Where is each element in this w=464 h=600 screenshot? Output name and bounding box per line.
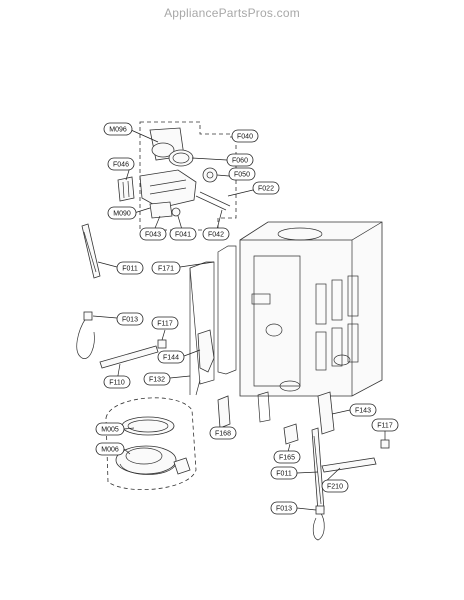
label-F011-right: F011 xyxy=(276,470,292,477)
callout-F043: F043 xyxy=(139,227,167,241)
label-F011-left: F011 xyxy=(122,265,138,272)
label-F042: F042 xyxy=(208,231,224,238)
callout-M005: M005 xyxy=(95,422,125,436)
label-F013-left: F013 xyxy=(122,316,138,323)
sump-assembly xyxy=(105,397,197,491)
rail-right xyxy=(321,457,377,473)
top-assembly xyxy=(117,121,237,231)
right-cable xyxy=(312,505,325,541)
left-cable xyxy=(76,311,95,359)
callout-M096: M096 xyxy=(103,122,133,136)
callout-F022: F022 xyxy=(252,181,280,195)
label-F210: F210 xyxy=(327,483,343,490)
label-M005: M005 xyxy=(101,426,119,433)
label-F041: F041 xyxy=(175,231,191,238)
callout-F013-right: F013 xyxy=(270,501,298,515)
label-F110: F110 xyxy=(109,379,125,386)
label-M090: M090 xyxy=(113,210,131,217)
label-F050: F050 xyxy=(234,171,250,178)
watermark: AppliancePartsPros.com xyxy=(164,6,300,20)
callout-F041: F041 xyxy=(169,227,197,241)
callout-F144: F144 xyxy=(157,350,185,364)
right-strip xyxy=(311,427,325,513)
callout-F117-right: F117 xyxy=(371,418,399,432)
leader-lines xyxy=(92,129,386,511)
callout-F011-right: F011 xyxy=(270,466,298,480)
label-F171: F171 xyxy=(158,265,174,272)
callout-F050: F050 xyxy=(228,167,256,181)
bracket-right xyxy=(317,391,335,435)
left-strip xyxy=(81,223,101,279)
label-M006: M006 xyxy=(101,446,119,453)
callout-F117-left: F117 xyxy=(151,316,179,330)
label-F117-right: F117 xyxy=(377,422,393,429)
label-F013-right: F013 xyxy=(276,505,292,512)
door-frame xyxy=(189,245,271,423)
callout-F011-left: F011 xyxy=(116,261,144,275)
callout-F132: F132 xyxy=(143,372,171,386)
callout-F013-left: F013 xyxy=(116,312,144,326)
label-F132: F132 xyxy=(149,376,165,383)
label-F022: F022 xyxy=(258,185,274,192)
callout-F210: F210 xyxy=(321,479,349,493)
callout-M006: M006 xyxy=(95,442,125,456)
callout-F168: F168 xyxy=(209,426,237,440)
callout-F060: F060 xyxy=(226,153,254,167)
rail-left xyxy=(99,345,159,369)
label-F043: F043 xyxy=(145,231,161,238)
callout-F143: F143 xyxy=(349,403,377,417)
callout-F165: F165 xyxy=(273,450,301,464)
label-F165: F165 xyxy=(279,454,295,461)
callout-F042: F042 xyxy=(202,227,230,241)
label-F060: F060 xyxy=(232,157,248,164)
callout-F171: F171 xyxy=(151,261,181,275)
label-F046: F046 xyxy=(113,161,129,168)
label-F143: F143 xyxy=(355,407,371,414)
bracket-mid xyxy=(217,395,231,429)
callout-F046: F046 xyxy=(107,157,135,171)
callout-F110: F110 xyxy=(103,375,131,389)
small-clip xyxy=(283,423,299,445)
label-F117-left: F117 xyxy=(157,320,173,327)
label-M096: M096 xyxy=(109,126,127,133)
tub xyxy=(239,221,383,397)
label-F168: F168 xyxy=(215,430,231,437)
label-F144: F144 xyxy=(163,354,179,361)
label-F040: F040 xyxy=(237,133,253,140)
bracket-left xyxy=(197,329,215,373)
callout-F040: F040 xyxy=(231,129,259,143)
callout-M090: M090 xyxy=(107,206,137,220)
